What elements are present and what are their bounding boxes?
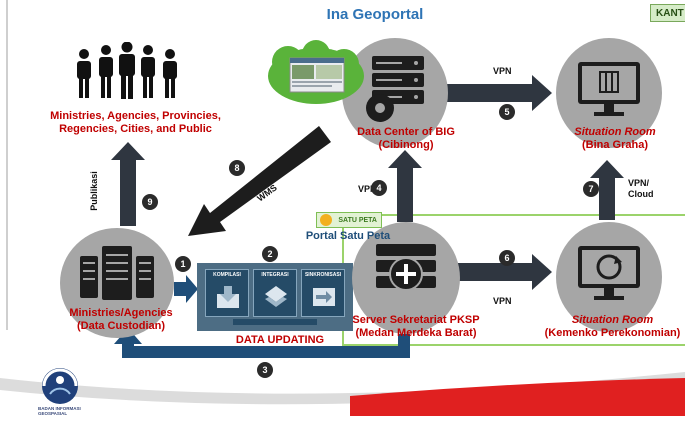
footer-band [0,372,685,425]
pksp-label-line2: (Medan Merdeka Barat) [355,327,477,339]
geoportal-cloud [268,40,364,104]
big-label-line1: Data Center of BIG [357,126,455,138]
pksp-label: Server Sekretariat PKSP (Medan Merdeka B… [348,314,484,340]
agencies-label: Ministries/Agencies (Data Custodian) [56,307,186,333]
layers-icon [265,286,287,307]
arrow-agencies-to-panel [174,275,198,303]
module-sinkronisasi-label: SINKRONISASI [304,272,342,278]
slide-title: Ina Geoportal [326,6,424,23]
big-logo-icon [42,368,78,404]
satu-peta-mark-icon [320,214,332,226]
kemenko-label-line2: (Kemenko Perekonomian) [544,327,681,339]
bina-graha-label-line2: (Bina Graha) [581,139,648,151]
data-updating-panel: KOMPILASI INTEGRASI SINKRONISASI [197,263,353,331]
big-label-line2: (Cibinong) [378,139,434,151]
inbox-icon [217,286,239,308]
portal-satu-peta-label: Portal Satu Peta [305,230,391,242]
vpn-left-label: VPN [358,184,377,194]
module-integrasi-label: INTEGRASI [261,272,289,278]
kemenko-label: Situation Room (Kemenko Perekonomian) [540,314,685,340]
vpn-top-label: VPN [493,66,512,76]
public-label: Ministries, Agencies, Provincies, Regenc… [28,110,243,136]
agencies-label-line2: (Data Custodian) [77,320,165,332]
step-badge-4: 4 [371,180,387,196]
step-badge-1: 1 [175,256,191,272]
vpn-cloud-label-line1: VPN/ [628,178,650,188]
arrow-pksp-to-kemenko [450,254,552,290]
arrow-big-to-bina [440,75,552,111]
arrow-kemenko-to-bina [590,160,624,220]
module-kompilasi: KOMPILASI [205,269,249,317]
left-border [6,0,8,330]
monitor-refresh-icon [578,246,640,300]
public-label-line1: Ministries, Agencies, Provincies, [50,110,221,122]
sync-icon [313,288,335,306]
step-badge-2: 2 [262,246,278,262]
kemenko-label-line1: Situation Room [571,314,654,326]
step-badge-7: 7 [583,181,599,197]
bina-graha-label: Situation Room (Bina Graha) [560,126,670,152]
server-gear-icon [366,56,424,122]
footer-org-line1: BADAN INFORMASI [38,406,81,411]
panel-base [233,319,317,325]
pksp-label-line1: Server Sekretariat PKSP [352,314,480,326]
arrow-return-loop [122,334,410,358]
step-badge-8: 8 [229,160,245,176]
servers-icon [80,246,154,300]
big-label: Data Center of BIG (Cibinong) [346,126,466,152]
vpn-cloud-label: VPN/ Cloud [628,178,654,200]
satu-peta-logo-text: SATU PETA [338,217,377,224]
step-badge-3: 3 [257,362,273,378]
step-badge-6: 6 [499,250,515,266]
footer-org-label: BADAN INFORMASI GEOSPASIAL [38,406,90,416]
step-badge-9: 9 [142,194,158,210]
module-sinkronisasi: SINKRONISASI [301,269,345,317]
agencies-label-line1: Ministries/Agencies [69,307,173,319]
module-kompilasi-label: KOMPILASI [213,272,241,278]
arrow-pksp-to-big [388,150,422,222]
people-icon [77,42,177,99]
satu-peta-logo: SATU PETA [316,212,382,228]
footer-org-line2: GEOSPASIAL [38,411,68,416]
corner-badge: KANT [650,4,685,22]
vpn-bottom-label: VPN [493,296,512,306]
vpn-cloud-label-line2: Cloud [628,189,654,199]
publikasi-label: Publikasi [88,171,99,211]
public-label-line2: Regencies, Cities, and Public [59,123,212,135]
arrow-wms [188,126,331,236]
data-updating-label: DATA UPDATING [235,334,325,346]
module-integrasi: INTEGRASI [253,269,297,317]
bina-graha-label-line1: Situation Room [574,126,656,138]
step-badge-5: 5 [499,104,515,120]
monitor-map-icon [578,62,640,116]
server-add-icon [376,244,436,291]
arrow-publikasi [111,142,145,226]
